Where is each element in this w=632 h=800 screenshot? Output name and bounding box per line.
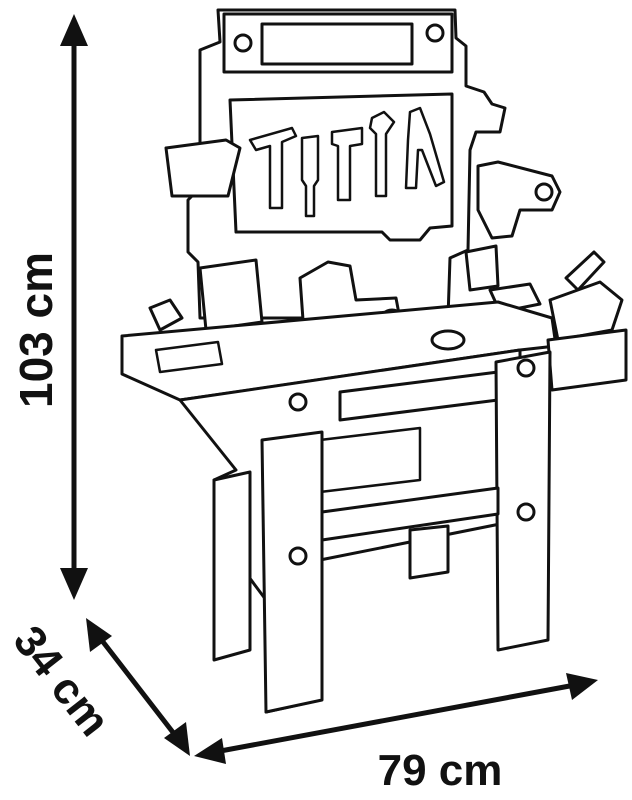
width-arrow-right-head — [566, 673, 598, 700]
width-arrow-left-head — [194, 738, 226, 764]
depth-arrow-top-head — [86, 618, 112, 652]
bolt-rear-lower — [516, 502, 536, 522]
height-label: 103 cm — [10, 252, 62, 408]
right-side-shelf — [546, 328, 628, 392]
pliers-icon — [404, 106, 446, 190]
center-foot — [408, 524, 450, 580]
depth-dimension: 34 cm — [4, 617, 190, 756]
sign-bolt-right — [425, 23, 445, 43]
hammer-icon — [248, 126, 298, 210]
bolt-front-lower — [288, 546, 308, 566]
toy-drill — [476, 160, 562, 240]
width-arrow-line — [214, 682, 576, 755]
rear-left-leg — [212, 470, 252, 662]
height-arrow-top-head — [60, 14, 88, 46]
rear-right-leg — [494, 350, 552, 652]
wood-block — [154, 340, 224, 374]
small-parts-holder — [464, 244, 500, 292]
pegboard — [228, 92, 454, 242]
sign-window — [260, 22, 414, 66]
drill-chuck — [534, 182, 554, 202]
screwdriver-icon — [300, 134, 320, 218]
height-dimension: 103 cm — [10, 14, 88, 600]
depth-arrow-bottom-head — [164, 722, 190, 756]
height-arrow-bottom-head — [60, 568, 88, 600]
width-dimension: 79 cm — [194, 673, 598, 795]
workbench-illustration — [120, 8, 628, 714]
spanner-icon — [368, 110, 396, 198]
depth-arrow-line — [98, 636, 177, 737]
lower-stretcher — [320, 486, 500, 542]
width-label: 79 cm — [378, 746, 503, 795]
front-left-leg — [260, 430, 324, 714]
sign-bolt-left — [233, 33, 253, 53]
round-puck — [430, 329, 466, 351]
side-bin — [164, 138, 242, 198]
toy-saw — [564, 250, 606, 292]
bolt-front-upper — [288, 392, 308, 412]
left-clamp — [148, 298, 184, 332]
vise-clamp — [548, 280, 624, 342]
wrench-icon — [330, 126, 364, 202]
bolt-rear-upper — [516, 358, 536, 378]
clipboard-panel — [198, 258, 264, 332]
